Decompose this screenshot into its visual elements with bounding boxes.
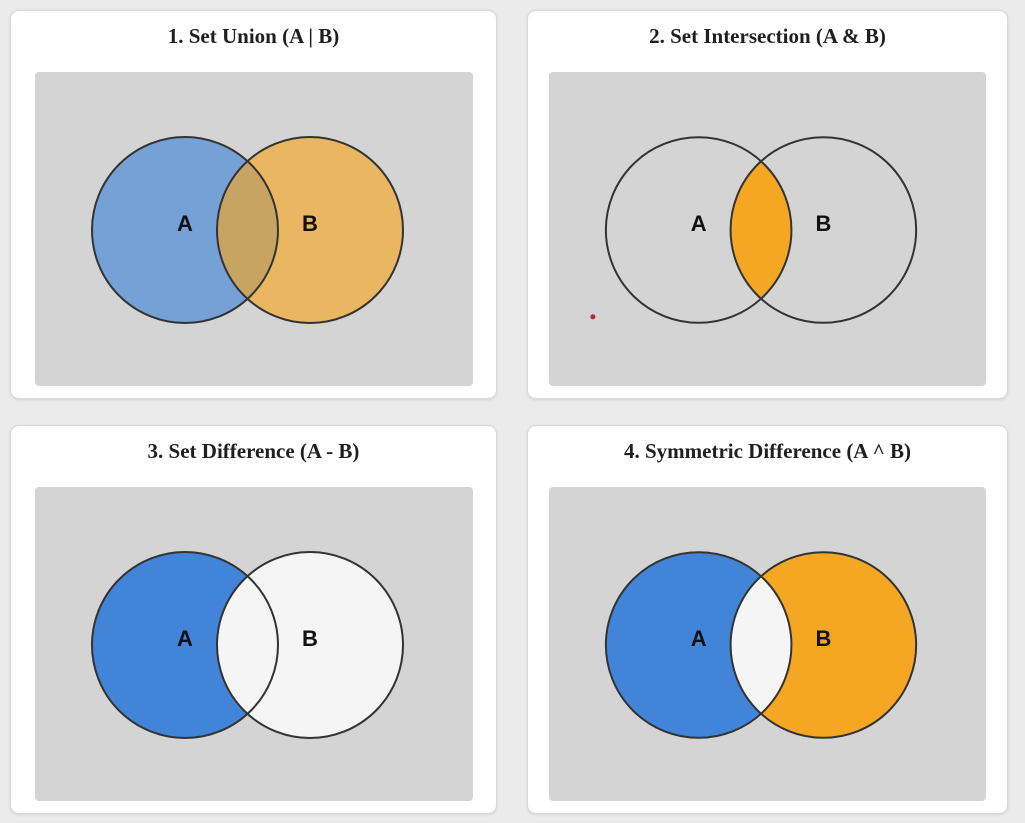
panel-set-union: 1. Set Union (A | B) A B <box>10 10 497 399</box>
set-a-label: A <box>177 626 193 651</box>
set-b-outline <box>215 136 404 324</box>
set-a-label: A <box>177 211 193 236</box>
panel-set-symmetric-difference: 4. Symmetric Difference (A ^ B) A B <box>527 425 1008 814</box>
venn-diagram-intersection: A B <box>590 136 918 324</box>
venn-plot-area: A B <box>34 487 473 801</box>
set-a-label: A <box>691 626 707 651</box>
red-dot-marker <box>590 314 596 320</box>
panel-set-difference: 3. Set Difference (A - B) A B <box>10 425 497 814</box>
venn-plot-area: A B <box>34 72 473 386</box>
set-b-fill <box>216 137 403 323</box>
venn-diagram-symmetric-difference: A B <box>604 551 918 739</box>
set-a-label: A <box>691 211 707 236</box>
venn-plot-area: A B <box>549 72 986 386</box>
set-a-outline <box>90 551 279 739</box>
intersection-fill <box>216 576 278 714</box>
set-b-outline <box>215 551 404 739</box>
panel-title: 3. Set Difference (A - B) <box>147 439 360 463</box>
panel-set-intersection: 2. Set Intersection (A & B) A B <box>527 10 1008 399</box>
panel-title: 1. Set Union (A | B) <box>167 24 340 48</box>
panel-title: 2. Set Intersection (A & B) <box>649 24 886 48</box>
set-b-outline <box>729 551 918 739</box>
set-a-outline <box>90 136 279 324</box>
intersection-fill <box>730 161 792 299</box>
set-b-outline <box>729 136 918 324</box>
set-a-outline <box>604 551 793 739</box>
set-a-outline <box>604 136 793 324</box>
set-b-label: B <box>815 626 831 651</box>
panel-title: 4. Symmetric Difference (A ^ B) <box>623 439 912 463</box>
venn-plot-area: A B <box>549 487 986 801</box>
set-b-label: B <box>302 211 318 236</box>
set-b-label: B <box>815 211 831 236</box>
venn-diagram-union: A B <box>90 136 404 324</box>
set-b-label: B <box>302 626 318 651</box>
intersection-fill <box>730 576 792 714</box>
venn-diagram-difference: A B <box>90 551 404 739</box>
